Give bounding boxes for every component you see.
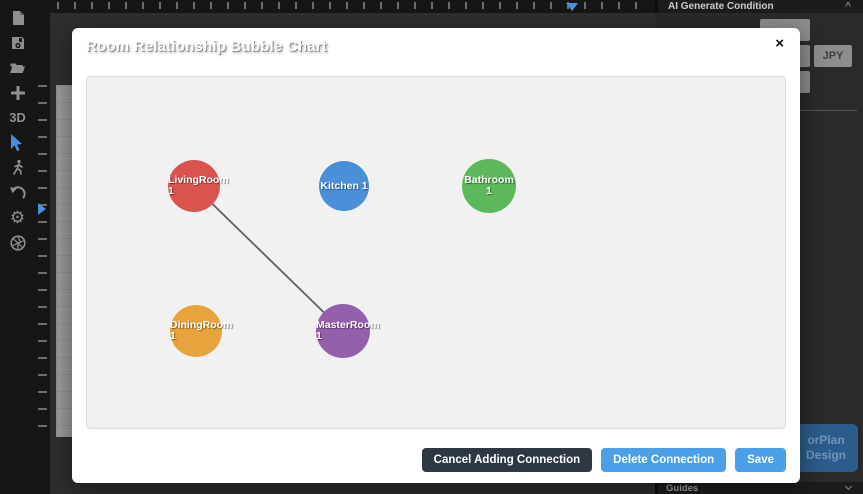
room-relationship-modal: Room Relationship Bubble Chart × LivingR…	[72, 28, 800, 483]
bubble-masterroom[interactable]: MasterRoom 1	[316, 304, 380, 358]
modal-button-row: Cancel Adding Connection Delete Connecti…	[421, 448, 786, 472]
save-icon	[10, 35, 26, 51]
floorplan-button-line2: Design	[805, 448, 846, 462]
render-aperture-icon	[9, 234, 26, 251]
settings-button[interactable]: ⚙	[0, 205, 35, 230]
walkthrough-tool-button[interactable]	[0, 155, 35, 180]
select-cursor-icon	[10, 134, 25, 151]
vertical-ruler	[35, 13, 50, 494]
render-button[interactable]	[0, 230, 35, 255]
horizontal-ruler-ticks	[57, 2, 651, 9]
chevron-down-icon	[844, 482, 853, 491]
bubble-label: Bathroom 1	[464, 174, 514, 197]
bubble-bathroom[interactable]: Bathroom 1	[462, 159, 516, 213]
open-file-button[interactable]	[0, 55, 35, 80]
add-icon	[10, 85, 26, 101]
view-3d-button[interactable]: 3D	[0, 105, 35, 130]
undo-icon	[9, 185, 26, 200]
save-button-modal[interactable]: Save	[735, 448, 786, 472]
bubble-label: LivingRoom	[168, 174, 229, 186]
generate-floorplan-design-button[interactable]: orPlan Design	[794, 424, 858, 472]
3d-view-label: 3D	[9, 110, 26, 125]
bubble-label-line2: 1	[168, 185, 174, 197]
connection-line[interactable]	[193, 185, 344, 332]
ruler-marker-horizontal-icon[interactable]	[566, 3, 578, 11]
ai-generate-condition-header[interactable]: AI Generate Condition ^	[655, 0, 863, 13]
new-file-icon	[10, 10, 26, 26]
guides-section-header[interactable]: Guides	[655, 482, 863, 494]
modal-title: Room Relationship Bubble Chart	[86, 38, 328, 55]
settings-gear-icon: ⚙	[9, 208, 26, 227]
bubble-label: Kitchen 1	[320, 179, 368, 192]
bubble-diningroom[interactable]: DiningRoom 1	[170, 305, 232, 357]
new-file-button[interactable]	[0, 5, 35, 30]
left-toolbar: 3D ⚙	[0, 0, 35, 494]
undo-button[interactable]	[0, 180, 35, 205]
connection-edge-layer	[193, 185, 344, 332]
bubble-label-line2: 1	[170, 330, 176, 342]
floorplan-grid-canvas[interactable]	[56, 85, 73, 437]
delete-connection-button[interactable]: Delete Connection	[601, 448, 727, 472]
floorplan-button-line1: orPlan	[807, 433, 845, 447]
open-folder-icon	[9, 60, 26, 76]
guides-label: Guides	[666, 482, 699, 494]
horizontal-ruler	[35, 0, 655, 13]
save-button[interactable]	[0, 30, 35, 55]
close-icon[interactable]: ×	[775, 35, 784, 52]
vertical-ruler-ticks	[38, 85, 47, 441]
panel-header-title: AI Generate Condition	[668, 1, 774, 12]
add-button[interactable]	[0, 80, 35, 105]
bubble-label: MasterRoom	[316, 319, 380, 331]
walkthrough-icon	[10, 159, 25, 176]
ruler-marker-vertical-icon[interactable]	[38, 203, 46, 215]
cancel-adding-connection-button[interactable]: Cancel Adding Connection	[421, 448, 593, 472]
bubble-label: DiningRoom	[170, 319, 233, 331]
bubble-kitchen[interactable]: Kitchen 1	[319, 161, 369, 211]
bubble-label-line2: 1	[316, 330, 322, 342]
bubble-chart-area[interactable]: LivingRoom 1 Kitchen 1 Bathroom 1 Dining…	[86, 76, 786, 429]
bubble-livingroom[interactable]: LivingRoom 1	[168, 160, 229, 212]
panel-divider	[795, 110, 857, 111]
currency-jpy-button[interactable]: JPY	[814, 45, 852, 67]
select-tool-button[interactable]	[0, 130, 35, 155]
collapse-caret-icon[interactable]: ^	[845, 0, 851, 12]
